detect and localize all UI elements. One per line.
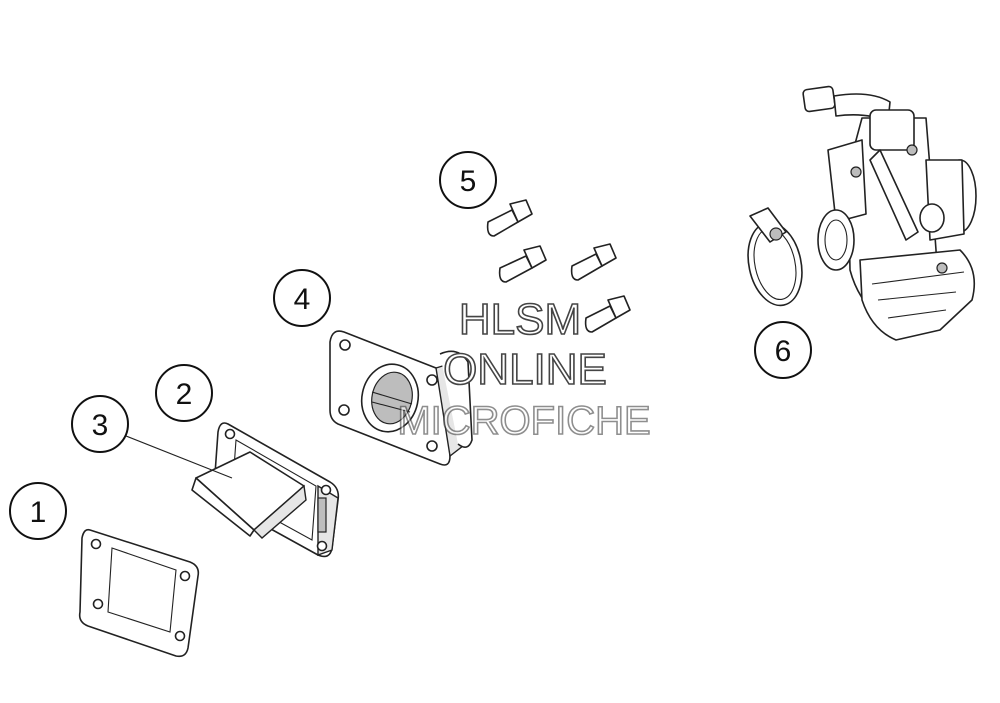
callout-5: 5 (439, 151, 497, 209)
callout-4: 4 (273, 269, 331, 327)
callout-5-label: 5 (460, 165, 477, 198)
intake-flange-part (329, 330, 473, 466)
bolts-part (486, 199, 631, 333)
callout-3: 3 (71, 395, 129, 453)
bolt (570, 243, 617, 281)
watermark: HLSM ONLINE MICROFICHE (397, 294, 652, 444)
callout-6: 6 (754, 321, 812, 379)
hose-clamp-part (747, 207, 803, 307)
callout-4-label: 4 (294, 283, 311, 316)
watermark-line-3: MICROFICHE (397, 399, 650, 443)
callout-2: 2 (155, 364, 213, 422)
callout-1-label: 1 (30, 496, 47, 529)
callout-6-label: 6 (775, 335, 792, 368)
callout-2-label: 2 (176, 378, 193, 411)
reed-petal-part (191, 451, 307, 539)
callout-1: 1 (9, 482, 67, 540)
bolt (584, 295, 631, 333)
watermark-line-1: HLSM (459, 295, 581, 344)
watermark-line-2: ONLINE (443, 345, 607, 394)
carburetor-part (802, 85, 977, 341)
bolt (486, 199, 533, 237)
leader-line-3 (125, 435, 233, 479)
callout-3-label: 3 (92, 409, 109, 442)
gasket-part (78, 528, 200, 658)
bolt (498, 245, 547, 283)
